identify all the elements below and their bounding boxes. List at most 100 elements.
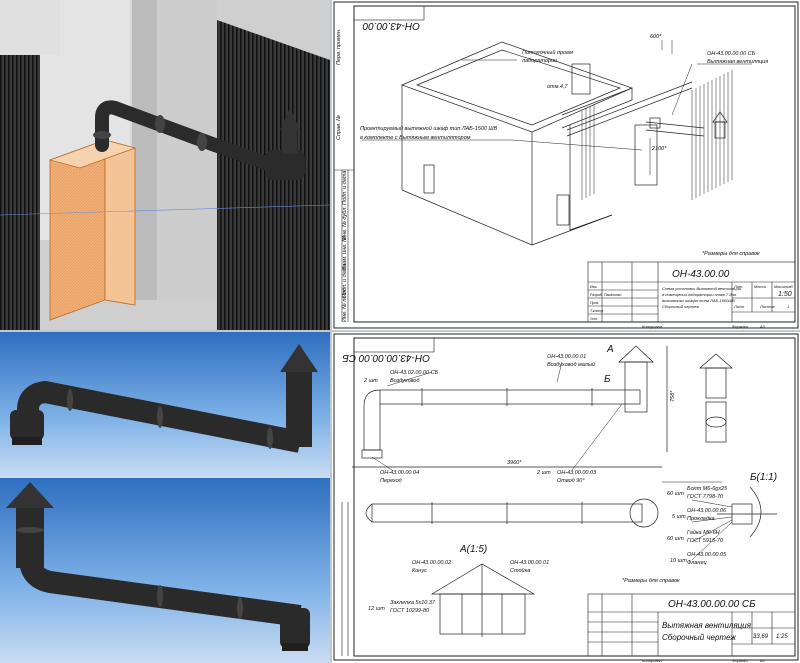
rivet-name: Заклепка 5х10.37 <box>390 600 436 606</box>
rivet-std: ГОСТ 10299-80 <box>390 608 430 614</box>
col-lit: Лит. <box>733 284 743 289</box>
upper-wall-block <box>0 0 60 55</box>
flange-name: Фланец <box>687 560 707 566</box>
axis-line <box>0 204 330 216</box>
detail-view-b <box>717 486 777 538</box>
drawing-sheet-assembly: ОН-43.00.00.00 СБ <box>332 332 800 663</box>
row-tkontr: Т.контр. <box>590 309 604 313</box>
left-wall-grille <box>0 50 40 330</box>
roof-cap <box>280 344 318 372</box>
duct-elbow <box>10 410 44 440</box>
pos-airduct-name: Воздуховод <box>390 378 420 384</box>
view-a-label: А(1:5) <box>459 544 487 555</box>
side-label-inv-podl: Инв. № подл. <box>342 288 348 322</box>
title-block <box>587 593 796 657</box>
side-view <box>699 353 733 443</box>
duct-joint <box>267 427 273 449</box>
pos-transition-name: Переход <box>380 478 402 484</box>
side-label-inv-dubl: Инв. № дубл. <box>342 206 348 240</box>
side-label-sprav: Справ. № <box>336 115 342 140</box>
drawing-sheet-installation: Перв. примен. Справ. № Подп. и дата Инв.… <box>332 0 800 330</box>
title-desc-2: в помещении лаборатории этаж 7 для <box>662 292 737 297</box>
title-code: ОН-43.00.00.00 СБ <box>668 599 756 610</box>
duct-flange <box>12 437 42 445</box>
title-code: ОН-43.00.00 <box>672 269 730 280</box>
flange-code: ОН-43.00.00.05 <box>687 552 727 558</box>
room-3d-view <box>0 0 330 330</box>
mass-value: 33,69 <box>753 634 769 640</box>
author-name: Пакалинко <box>604 293 622 297</box>
nut-std: ГОСТ 5915-70 <box>687 538 724 544</box>
dim-600: 600* <box>650 34 662 40</box>
side-label-podp: Подп. и дата <box>342 171 348 205</box>
top-stamp <box>353 337 435 353</box>
dim-length: 3960* <box>507 460 522 466</box>
duct-joint <box>157 585 163 607</box>
sheet-border <box>333 333 799 661</box>
sheet-frame <box>353 337 796 657</box>
ref-cabinet-1: Проектируемый вытяжной шкаф тип ЛАБ-1500… <box>360 125 498 132</box>
pos-stand-name: Стойка <box>510 567 530 574</box>
col-mass: Масса <box>754 284 767 289</box>
row-razrab: Разраб. <box>590 293 603 297</box>
duct-joint <box>16 527 44 533</box>
gasket-qty: 5 шт <box>672 514 686 520</box>
dim-height: 758* <box>670 390 676 402</box>
side-stamp-columns: Перв. примен. Справ. № Подп. и дата Инв.… <box>336 28 348 322</box>
gasket-code: ОН-43.00.00.06 <box>687 508 727 514</box>
cabinet-duct-drawing <box>634 111 728 186</box>
nut-qty: 60 шт <box>667 536 684 542</box>
top-stamp-code: ОН-43.00.00.00 СБ <box>342 352 430 363</box>
sheet-frame <box>353 5 796 323</box>
duct-flange <box>282 643 308 651</box>
duct-joint <box>67 389 73 411</box>
title-desc-3: вытяжного шкафа типа ЛАБ-1500ШВ <box>662 298 735 303</box>
title-name-1: Вытяжная вентиляция <box>662 621 752 630</box>
title-desc-4: Сборочный чертеж <box>662 304 699 309</box>
top-stamp-code: ОН-43.00.00 <box>362 20 420 31</box>
duct-3d-view-top <box>0 332 330 478</box>
ref-ceiling-label-2: лаборатории <box>521 58 557 64</box>
nut-name: Гайка М6-6Н <box>687 529 720 536</box>
side-label-perv: Перв. примен. <box>336 28 342 65</box>
bolt-qty: 60 шт <box>667 491 684 497</box>
top-stamp <box>353 5 425 21</box>
dim-2100: 2100* <box>651 146 667 152</box>
flange <box>197 133 207 151</box>
fume-cabinet-side <box>104 139 136 306</box>
bolt-std: ГОСТ 7798-70 <box>687 494 724 500</box>
duct-pipe <box>95 100 222 152</box>
duct-joint <box>237 597 243 619</box>
flange-qty: 10 шт <box>670 558 687 564</box>
copied-label: Копировал <box>642 658 663 663</box>
gasket-name: Прокладка <box>687 516 715 522</box>
roof-cap <box>280 108 300 130</box>
fume-cabinet-top <box>48 139 137 169</box>
format-label: Формат <box>732 658 749 663</box>
ref-assembly-name: Вытяжная вентиляция <box>707 59 768 65</box>
view-b-label: Б(1:1) <box>750 472 777 483</box>
row-izm: Изм. <box>590 285 597 289</box>
pos-elbow-qty: 2 шт <box>536 470 551 476</box>
bolt-name: Болт М6-6gx25 <box>687 486 728 492</box>
duct-riser <box>286 372 312 447</box>
ref-ceiling-label: Потолочный проем <box>522 49 573 56</box>
note-dimensions: *Размеры для справок <box>702 251 760 257</box>
row-prov: Пров. <box>590 301 599 305</box>
format-label: Формат <box>732 324 749 329</box>
room-isometric <box>401 41 693 246</box>
duct-riser <box>283 128 297 154</box>
assembly-top-view <box>365 498 659 528</box>
title-block <box>587 261 796 323</box>
col-scale: Масштаб <box>774 284 793 289</box>
pos-cone-name: Конус <box>412 568 427 574</box>
column-left <box>132 0 157 300</box>
scale-value: 1:25 <box>776 634 788 640</box>
ceiling-slab <box>217 0 330 60</box>
flange <box>155 115 165 133</box>
scale-value: 1:50 <box>778 291 792 298</box>
ref-assembly-code: ОН-43.00.00.00 СБ <box>707 51 756 57</box>
roof-cap <box>6 482 54 508</box>
pos-elbow-code: ОН-43.00.00.03 <box>557 470 597 476</box>
pos-airduct-code: ОН-43.02.00.00 СБ <box>390 370 439 376</box>
